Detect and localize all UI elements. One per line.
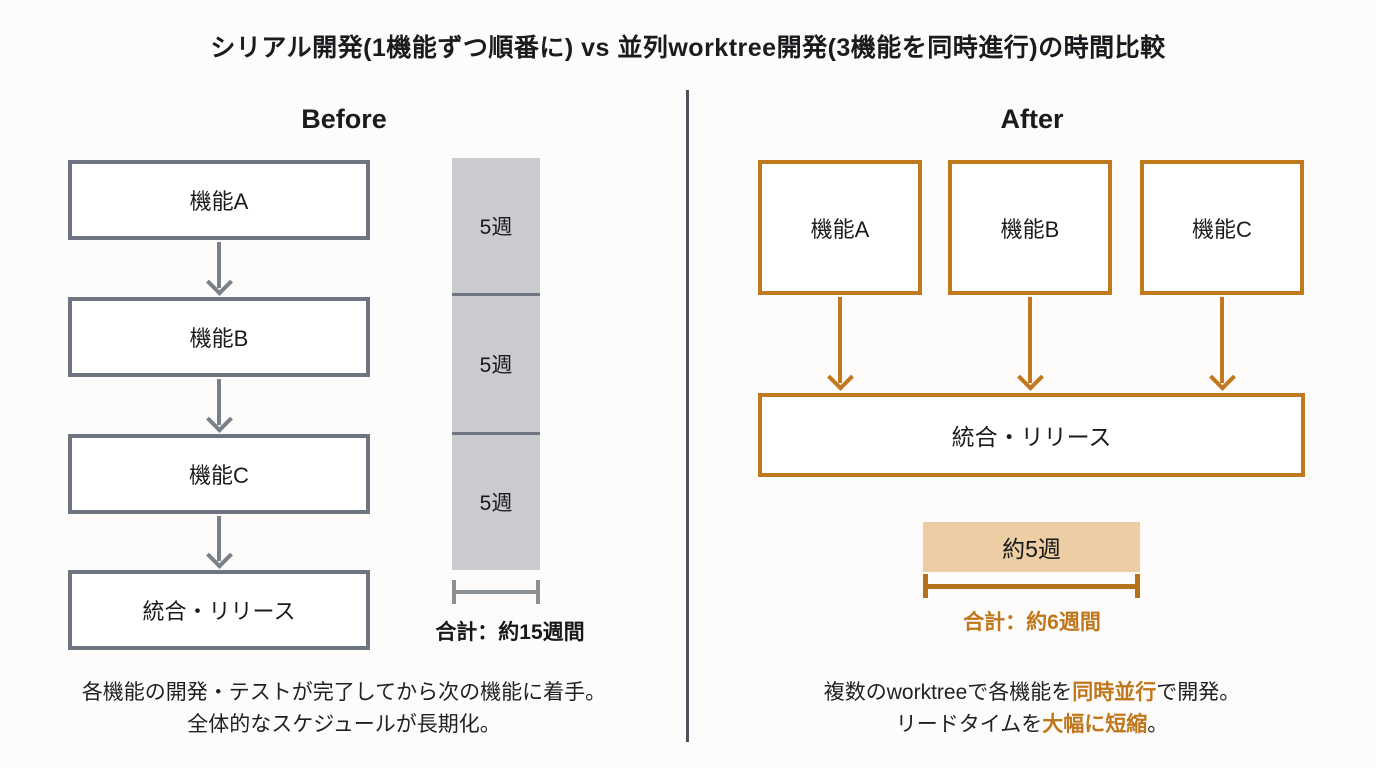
before-total-bracket (452, 580, 540, 604)
after-total-bracket (923, 574, 1140, 598)
down-arrow-icon (1016, 297, 1044, 391)
after-description-line1: 複数のworktreeで各機能を同時並行で開発。 (823, 681, 1241, 704)
before-box-feature-b: 機能B (68, 297, 370, 377)
before-box-feature-a-label: 機能A (189, 189, 249, 214)
after-duration-bar: 約5週 (923, 522, 1140, 572)
timeline-segment-label: 5週 (479, 353, 513, 377)
down-arrow-icon (205, 379, 233, 433)
before-box-feature-b-label: 機能B (189, 326, 249, 351)
before-timeline-bar: 5週 5週 5週 (452, 158, 540, 570)
after-box-integration-label: 統合・リリース (951, 424, 1112, 450)
after-box-feature-c-label: 機能C (1192, 216, 1252, 242)
timeline-segment-label: 5週 (479, 215, 513, 239)
page-title: シリアル開発(1機能ずつ順番に) vs 並列worktree開発(3機能を同時進… (210, 34, 1166, 62)
before-description-line1: 各機能の開発・テストが完了してから次の機能に着手。 (81, 681, 607, 704)
timeline-segment: 5週 (452, 293, 540, 431)
after-heading: After (1000, 104, 1064, 134)
after-box-feature-b: 機能B (948, 160, 1112, 295)
before-description-line2: 全体的なスケジュールが長期化。 (187, 713, 501, 736)
before-heading: Before (301, 104, 387, 134)
after-box-feature-a-label: 機能A (810, 216, 870, 242)
after-duration-label: 約5週 (1002, 536, 1061, 562)
down-arrow-icon (1208, 297, 1236, 391)
highlight-shorten: 大幅に短縮 (1042, 713, 1148, 736)
down-arrow-icon (826, 297, 854, 391)
down-arrow-icon (205, 516, 233, 569)
timeline-segment: 5週 (452, 431, 540, 570)
vertical-divider (686, 90, 689, 742)
highlight-parallel: 同時並行 (1072, 681, 1157, 704)
after-box-feature-b-label: 機能B (1000, 216, 1060, 242)
after-box-feature-c: 機能C (1140, 160, 1304, 295)
after-total-label: 合計：約6週間 (963, 611, 1101, 634)
timeline-segment: 5週 (452, 158, 540, 293)
before-total-label: 合計：約15週間 (435, 621, 585, 644)
before-box-integration-label: 統合・リリース (142, 599, 296, 624)
before-box-feature-a: 機能A (68, 160, 370, 240)
after-box-integration: 統合・リリース (758, 393, 1305, 477)
before-box-integration: 統合・リリース (68, 570, 370, 650)
before-box-feature-c-label: 機能C (189, 463, 249, 488)
timeline-segment-label: 5週 (479, 492, 513, 516)
after-description-line2: リードタイムを大幅に短縮。 (895, 713, 1169, 736)
after-box-feature-a: 機能A (758, 160, 922, 295)
down-arrow-icon (205, 242, 233, 296)
before-box-feature-c: 機能C (68, 434, 370, 514)
